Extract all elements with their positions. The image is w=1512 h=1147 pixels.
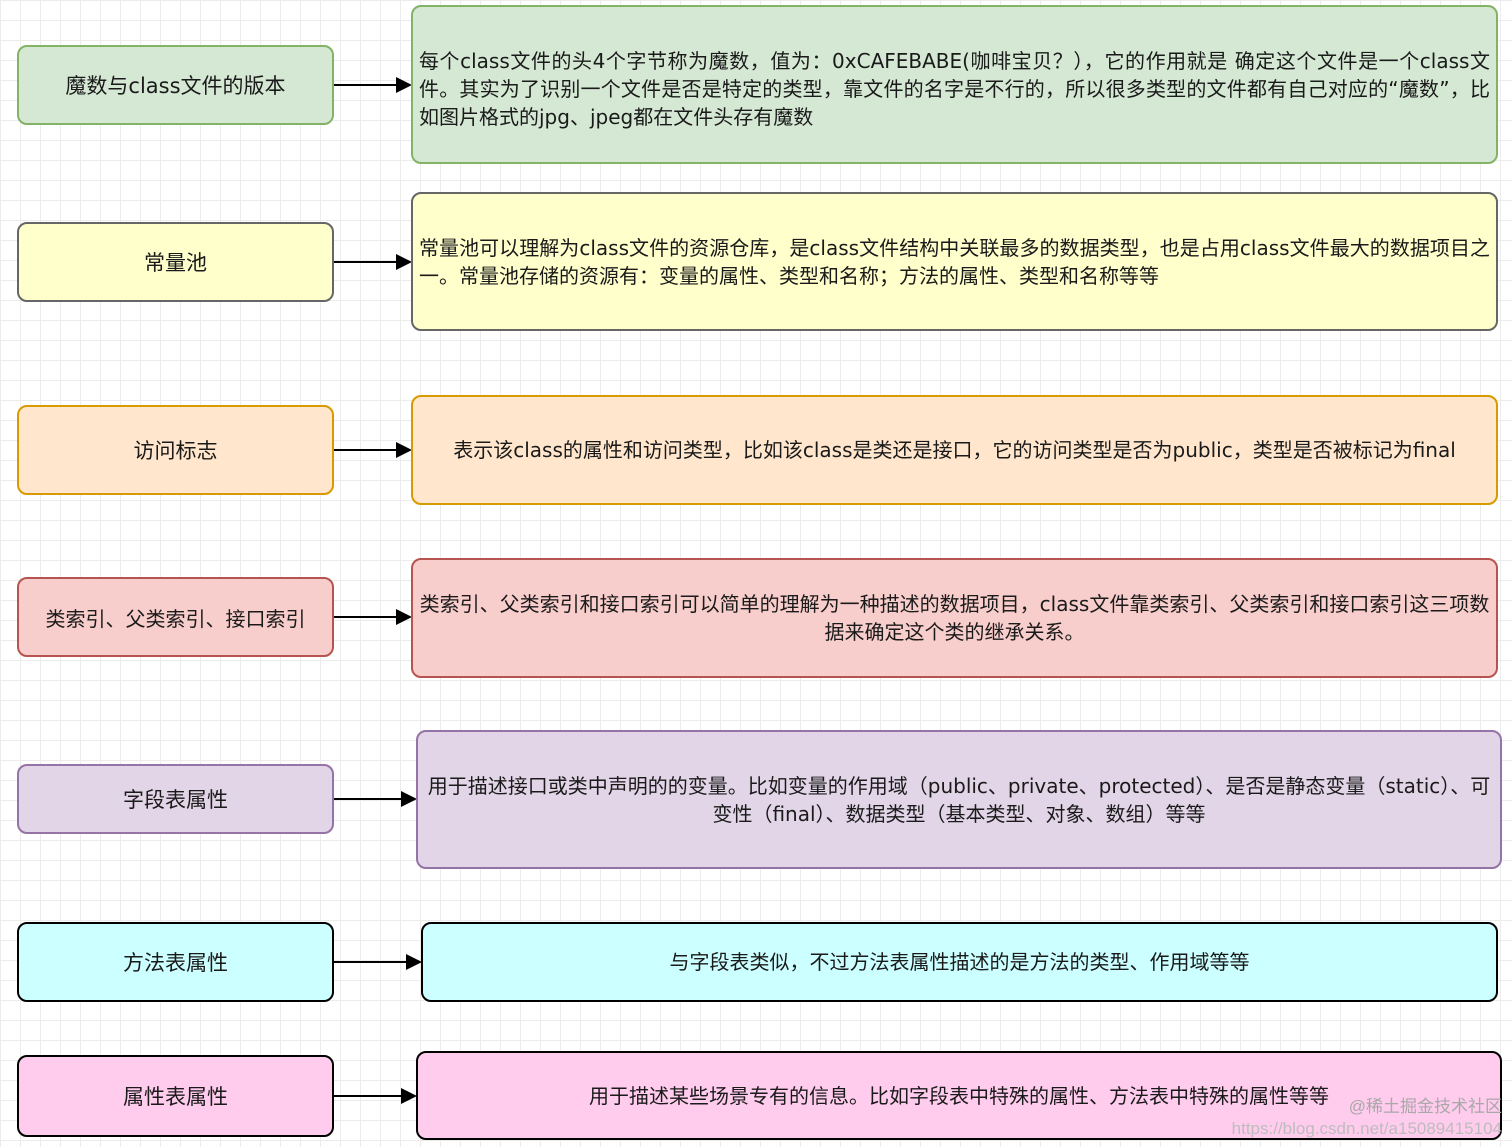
method-table-description-box: 与字段表类似，不过方法表属性描述的是方法的类型、作用域等等 [421,922,1498,1002]
field-table-description: 用于描述接口或类中声明的的变量。比如变量的作用域（public、private、… [427,773,1491,826]
constant-pool-label: 常量池 [144,251,207,275]
magic-number-label: 魔数与class文件的版本 [65,74,286,98]
method-table-box: 方法表属性 [17,922,334,1002]
magic-number-description: 每个class文件的头4个字节称为魔数，值为：0xCAFEBABE(咖啡宝贝？）… [419,49,1490,129]
access-flags-label: 访问标志 [133,439,218,463]
magic-number-box: 魔数与class文件的版本 [17,45,334,125]
class-index-label: 类索引、父类索引、接口索引 [45,606,306,631]
watermark-url: https://blog.csdn.net/a15089415104 [1231,1119,1502,1138]
access-flags-description-box: 表示该class的属性和访问类型，比如该class是类还是接口，它的访问类型是否… [411,395,1498,505]
attribute-table-description-box: 用于描述某些场景专有的信息。比如字段表中特殊的属性、方法表中特殊的属性等等 [416,1051,1502,1140]
attribute-table-label: 属性表属性 [123,1085,228,1109]
class-index-box: 类索引、父类索引、接口索引 [17,577,334,657]
arrow-2 [334,254,412,270]
access-flags-box: 访问标志 [17,405,334,495]
arrow-3 [334,442,412,458]
arrow-7 [334,1088,417,1104]
field-table-label: 字段表属性 [123,788,228,812]
constant-pool-description: 常量池可以理解为class文件的资源仓库，是class文件结构中关联最多的数据类… [419,235,1490,288]
arrow-6 [334,954,422,970]
method-table-description: 与字段表类似，不过方法表属性描述的是方法的类型、作用域等等 [669,950,1250,974]
attribute-table-box: 属性表属性 [17,1055,334,1137]
arrow-1 [334,77,412,93]
access-flags-description: 表示该class的属性和访问类型，比如该class是类还是接口，它的访问类型是否… [453,438,1456,462]
constant-pool-description-box: 常量池可以理解为class文件的资源仓库，是class文件结构中关联最多的数据类… [411,192,1498,331]
arrow-4 [334,609,412,625]
method-table-label: 方法表属性 [123,951,228,975]
arrow-5 [334,791,417,807]
magic-number-description-box: 每个class文件的头4个字节称为魔数，值为：0xCAFEBABE(咖啡宝贝？）… [411,5,1498,164]
field-table-box: 字段表属性 [17,764,334,834]
constant-pool-box: 常量池 [17,222,334,302]
field-table-description-box: 用于描述接口或类中声明的的变量。比如变量的作用域（public、private、… [416,730,1502,869]
watermark-community: @稀土掘金技术社区 [1348,1097,1502,1116]
class-index-description-box: 类索引、父类索引和接口索引可以简单的理解为一种描述的数据项目，class文件靠类… [411,558,1498,678]
attribute-table-description: 用于描述某些场景专有的信息。比如字段表中特殊的属性、方法表中特殊的属性等等 [589,1083,1329,1108]
class-index-description: 类索引、父类索引和接口索引可以简单的理解为一种描述的数据项目，class文件靠类… [419,592,1490,644]
